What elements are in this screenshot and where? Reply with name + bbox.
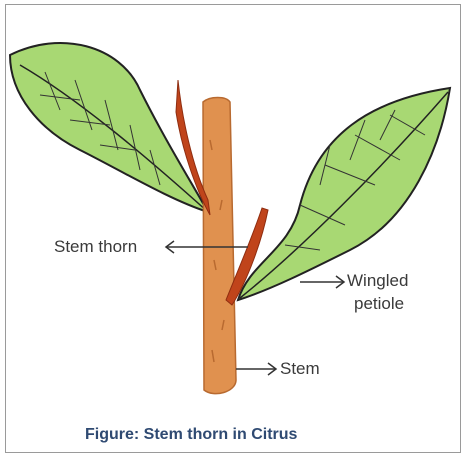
left-leaf (10, 43, 208, 212)
stem-label: Stem (280, 359, 320, 379)
main-stem (203, 98, 236, 394)
figure-caption: Figure: Stem thorn in Citrus (85, 426, 297, 444)
right-leaf (238, 88, 450, 300)
stem-thorn-label: Stem thorn (54, 237, 137, 257)
wingled-label-line1: Wingled (347, 271, 408, 291)
petiole-label-line2: petiole (354, 294, 404, 314)
